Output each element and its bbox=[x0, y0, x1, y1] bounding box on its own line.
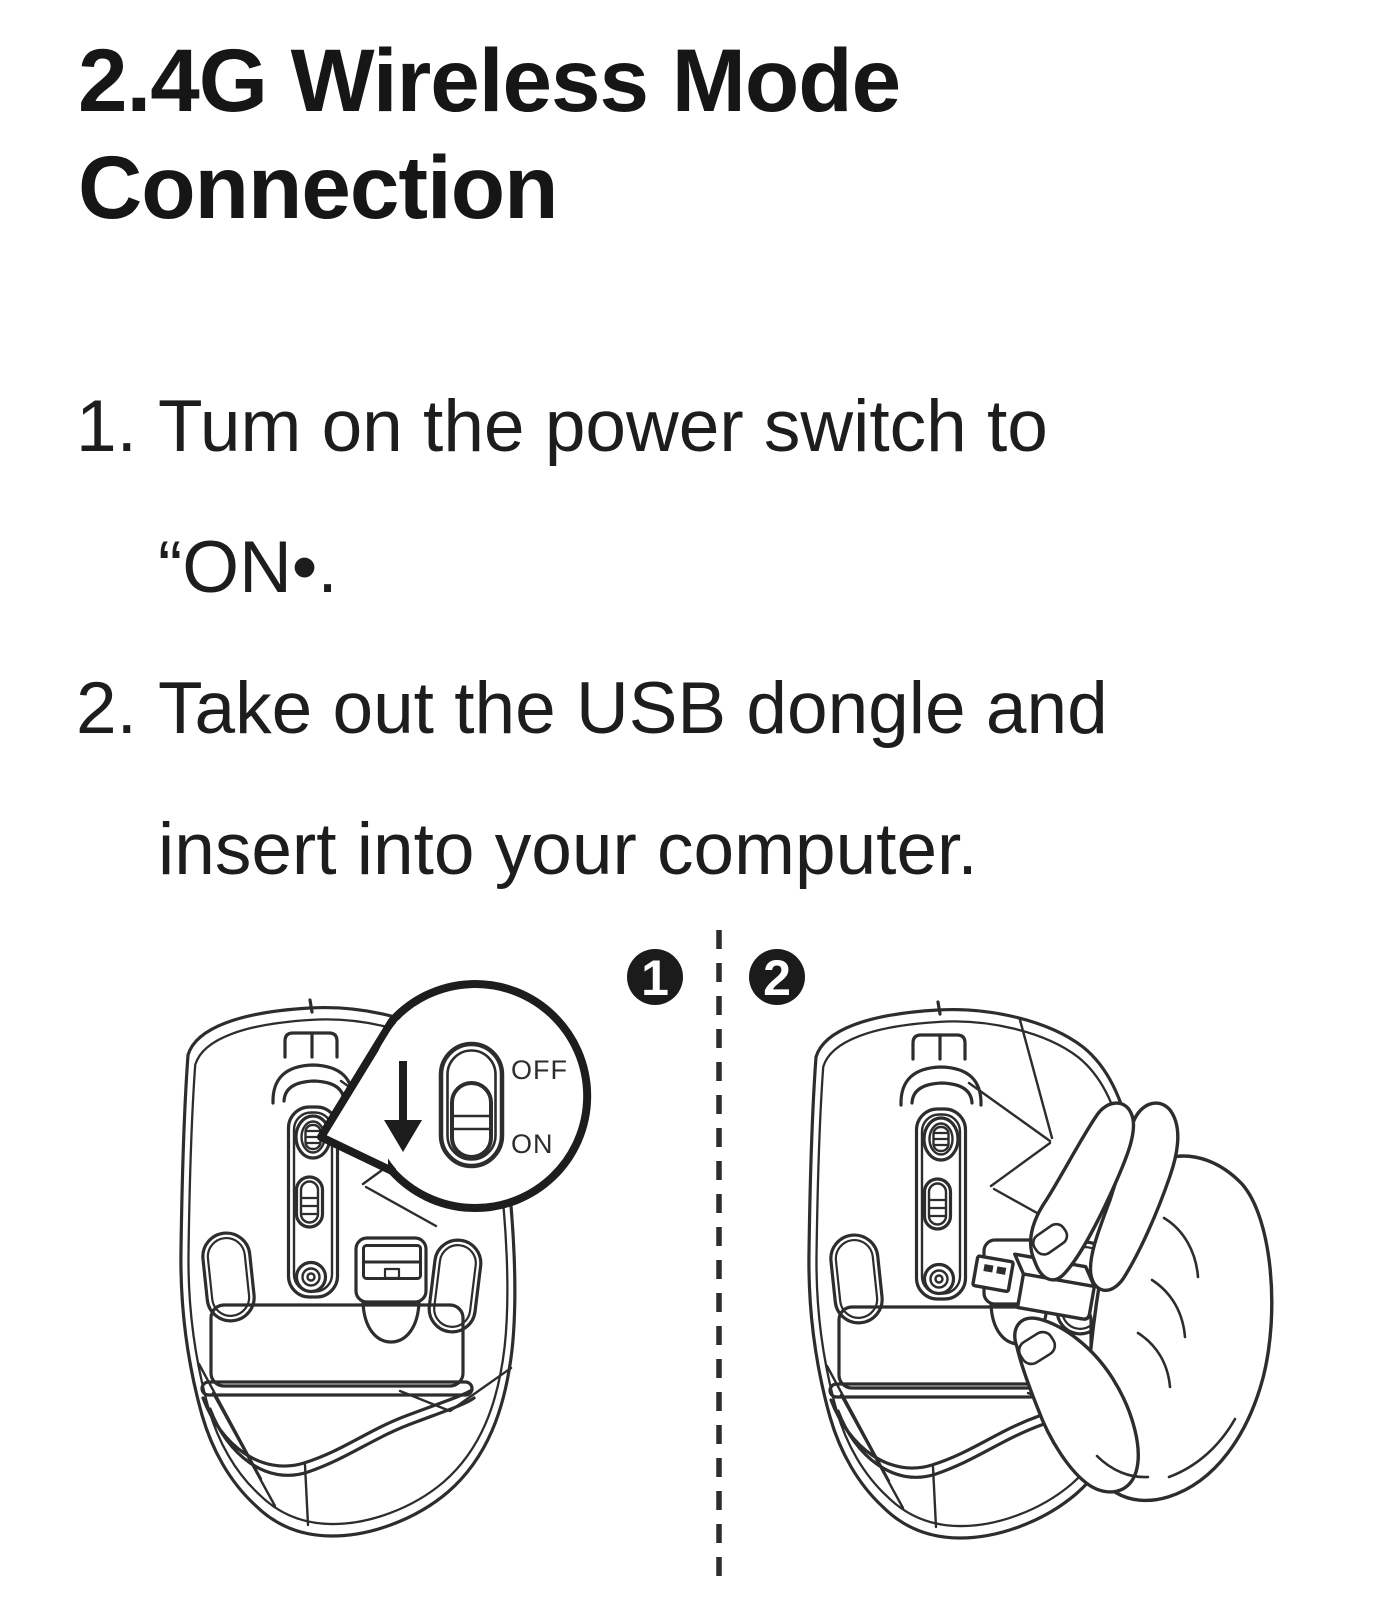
arrow-down-icon bbox=[384, 1061, 422, 1152]
instruction-step-1: 1. Tum on the power switch to “ON•. bbox=[0, 356, 1108, 638]
step-number: 1. bbox=[76, 386, 137, 467]
off-label: OFF bbox=[511, 1055, 568, 1085]
middle-finger bbox=[1088, 1101, 1180, 1292]
step-line: Take out the USB dongle and bbox=[158, 668, 1108, 749]
step-line: “ON•. bbox=[158, 527, 338, 608]
step-badge-2: 2 bbox=[749, 949, 805, 1006]
badge-2-number: 2 bbox=[763, 950, 791, 1006]
instruction-list: 1. Tum on the power switch to “ON•. 2. T… bbox=[0, 356, 1108, 920]
badge-1-number: 1 bbox=[641, 950, 669, 1006]
thumb-nail bbox=[1017, 1330, 1057, 1366]
figure-illustration: OFF ON 1 2 bbox=[0, 900, 1384, 1600]
step-badge-1: 1 bbox=[627, 949, 683, 1006]
power-switch-icon bbox=[438, 1041, 505, 1169]
mouse-bottom-step1 bbox=[179, 998, 517, 1538]
page-title: 2.4G Wireless Mode Connection bbox=[78, 30, 901, 237]
step-line: Tum on the power switch to bbox=[158, 386, 1048, 467]
thumb bbox=[1013, 1316, 1140, 1494]
step-line: insert into your computer. bbox=[158, 809, 978, 890]
on-label: ON bbox=[511, 1129, 554, 1159]
step-number: 2. bbox=[76, 668, 137, 749]
usb-dongle-in-compartment-icon bbox=[362, 1244, 422, 1280]
instruction-step-2: 2. Take out the USB dongle and insert in… bbox=[0, 638, 1108, 920]
power-switch-callout: OFF ON bbox=[317, 980, 593, 1212]
step-text: Tum on the power switch to “ON•. bbox=[158, 356, 1048, 638]
mouse-setup-diagram: OFF ON 1 2 bbox=[179, 930, 1274, 1588]
hand-holding-dongle bbox=[971, 1101, 1274, 1503]
index-fingernail bbox=[1031, 1222, 1069, 1256]
step-text: Take out the USB dongle and insert into … bbox=[158, 638, 1108, 920]
